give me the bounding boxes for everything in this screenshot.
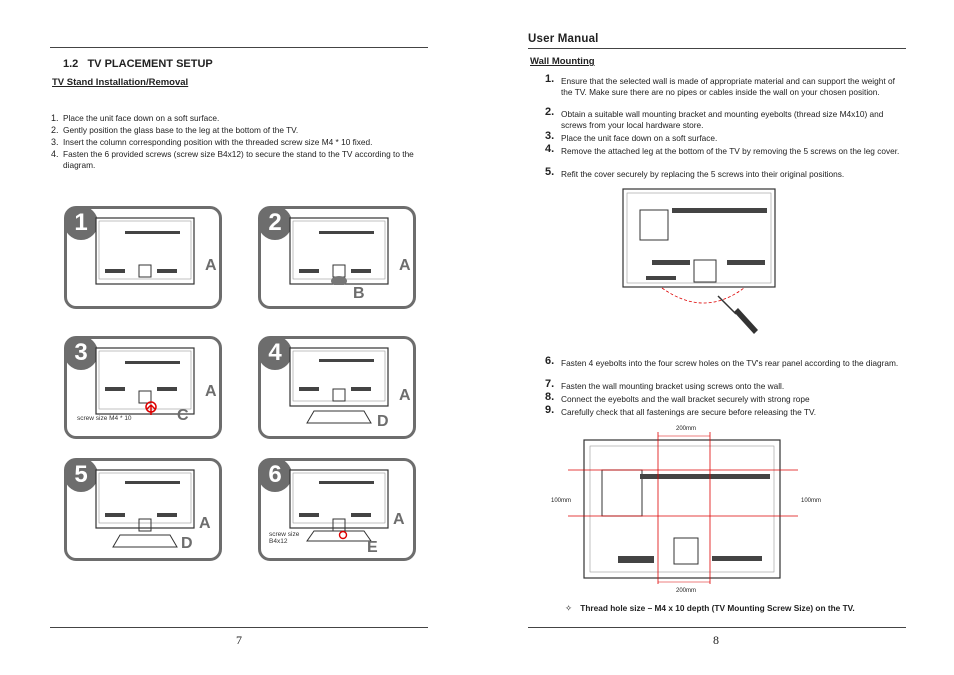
screw-size-note: screw size M4 * 10 <box>77 415 132 422</box>
step-badge: 2 <box>258 206 292 240</box>
step-text: Fasten the 6 provided screws (screw size… <box>63 149 414 170</box>
part-label-a: A <box>393 511 405 528</box>
figure-3-panel: 3 A C screw size M4 * 10 <box>64 336 222 439</box>
step-text: Place the unit face down on a soft surfa… <box>561 133 718 143</box>
dimension-right: 100mm <box>801 498 822 504</box>
right-step-5: 5. Refit the cover securely by replacing… <box>545 167 901 180</box>
left-step-2: 2. Gently position the glass base to the… <box>51 125 423 136</box>
step-number: 1. <box>545 73 555 85</box>
tv-rear-illustration <box>95 469 195 548</box>
step-text: Ensure that the selected wall is made of… <box>561 76 895 97</box>
step-text: Gently position the glass base to the le… <box>63 125 299 135</box>
left-top-rule <box>50 47 428 48</box>
right-step-7: 7. Fasten the wall mounting bracket usin… <box>545 379 901 392</box>
page-number: 7 <box>236 633 242 647</box>
step-badge: 1 <box>64 206 98 240</box>
step-text: Place the unit face down on a soft surfa… <box>63 113 220 123</box>
tv-rear-illustration <box>95 347 195 415</box>
thread-note: ✧ Thread hole size – M4 x 10 depth (TV M… <box>565 603 855 613</box>
left-step-1: 1. Place the unit face down on a soft su… <box>51 113 423 124</box>
figure-1-panel: 1 A <box>64 206 222 309</box>
right-top-rule <box>528 48 906 49</box>
page-number: 8 <box>713 633 719 647</box>
step-text: Fasten 4 eyebolts into the four screw ho… <box>561 358 899 368</box>
tv-rear-illustration <box>289 347 389 424</box>
figure-6-panel: 6 A E screw size B4x12 <box>258 458 416 561</box>
tv-rear-illustration <box>289 217 389 285</box>
part-label-e: E <box>367 539 378 556</box>
step-text: Fasten the wall mounting bracket using s… <box>561 381 785 391</box>
right-step-4: 4. Remove the attached leg at the bottom… <box>545 144 901 157</box>
step-number: 3. <box>51 137 59 147</box>
dimension-top: 200mm <box>676 426 697 432</box>
figure-5-panel: 5 A D <box>64 458 222 561</box>
step-text: Refit the cover securely by replacing th… <box>561 169 845 179</box>
step-badge: 3 <box>64 336 98 370</box>
part-label-a: A <box>399 387 411 404</box>
subsection-title: TV Stand Installation/Removal <box>52 77 189 88</box>
tv-rear-illustration <box>95 217 195 285</box>
right-step-2: 2. Obtain a suitable wall mounting brack… <box>545 107 901 130</box>
figure-4-panel: 4 A D <box>258 336 416 439</box>
right-step-1: 1. Ensure that the selected wall is made… <box>545 74 901 97</box>
manual-header: User Manual <box>528 33 599 45</box>
part-label-a: A <box>399 257 411 274</box>
tv-rear-cover-illustration <box>622 188 776 334</box>
right-step-6: 6. Fasten 4 eyebolts into the four screw… <box>545 356 901 369</box>
part-label-a: A <box>205 257 217 274</box>
step-number: 5. <box>545 166 555 178</box>
tv-rear-illustration <box>289 469 389 542</box>
step-number: 4. <box>51 149 59 159</box>
subsection-title: Wall Mounting <box>530 56 595 67</box>
note-bullet-icon: ✧ <box>565 603 572 613</box>
right-step-3: 3. Place the unit face down on a soft su… <box>545 131 901 144</box>
step-number: 6. <box>545 355 555 367</box>
step-badge: 5 <box>64 458 98 492</box>
step-number: 8. <box>545 391 555 403</box>
dimension-left: 100mm <box>551 498 572 504</box>
right-step-9: 9. Carefully check that all fastenings a… <box>545 405 901 418</box>
part-label-a: A <box>199 515 211 532</box>
part-label-a: A <box>205 383 217 400</box>
step-number: 7. <box>545 378 555 390</box>
step-number: 1. <box>51 113 59 123</box>
left-bottom-rule <box>50 627 428 628</box>
dimension-bottom: 200mm <box>676 588 697 594</box>
part-label-b: B <box>353 285 365 302</box>
part-label-d: D <box>181 535 193 552</box>
step-number: 3. <box>545 130 555 142</box>
step-number: 2. <box>545 106 555 118</box>
note-text: Thread hole size – M4 x 10 depth (TV Mou… <box>580 603 855 613</box>
step-badge: 6 <box>258 458 292 492</box>
part-label-d: D <box>377 413 389 430</box>
right-step-8: 8. Connect the eyebolts and the wall bra… <box>545 392 901 405</box>
vesa-dimension-diagram <box>568 432 798 584</box>
section-title: 1.2 TV PLACEMENT SETUP <box>63 58 213 70</box>
left-step-3: 3. Insert the column corresponding posit… <box>51 137 428 148</box>
step-badge: 4 <box>258 336 292 370</box>
screw-size-note: screw size B4x12 <box>269 531 300 545</box>
part-label-c: C <box>177 407 189 424</box>
step-text: Remove the attached leg at the bottom of… <box>561 146 900 156</box>
step-number: 4. <box>545 143 555 155</box>
right-bottom-rule <box>528 627 906 628</box>
figure-2-panel: 2 A B <box>258 206 416 309</box>
left-step-4: 4. Fasten the 6 provided screws (screw s… <box>51 149 423 170</box>
step-number: 9. <box>545 404 555 416</box>
step-number: 2. <box>51 125 59 135</box>
step-text: Connect the eyebolts and the wall bracke… <box>561 394 810 404</box>
step-text: Carefully check that all fastenings are … <box>561 407 817 417</box>
step-text: Obtain a suitable wall mounting bracket … <box>561 109 884 130</box>
step-text: Insert the column corresponding position… <box>63 137 373 147</box>
